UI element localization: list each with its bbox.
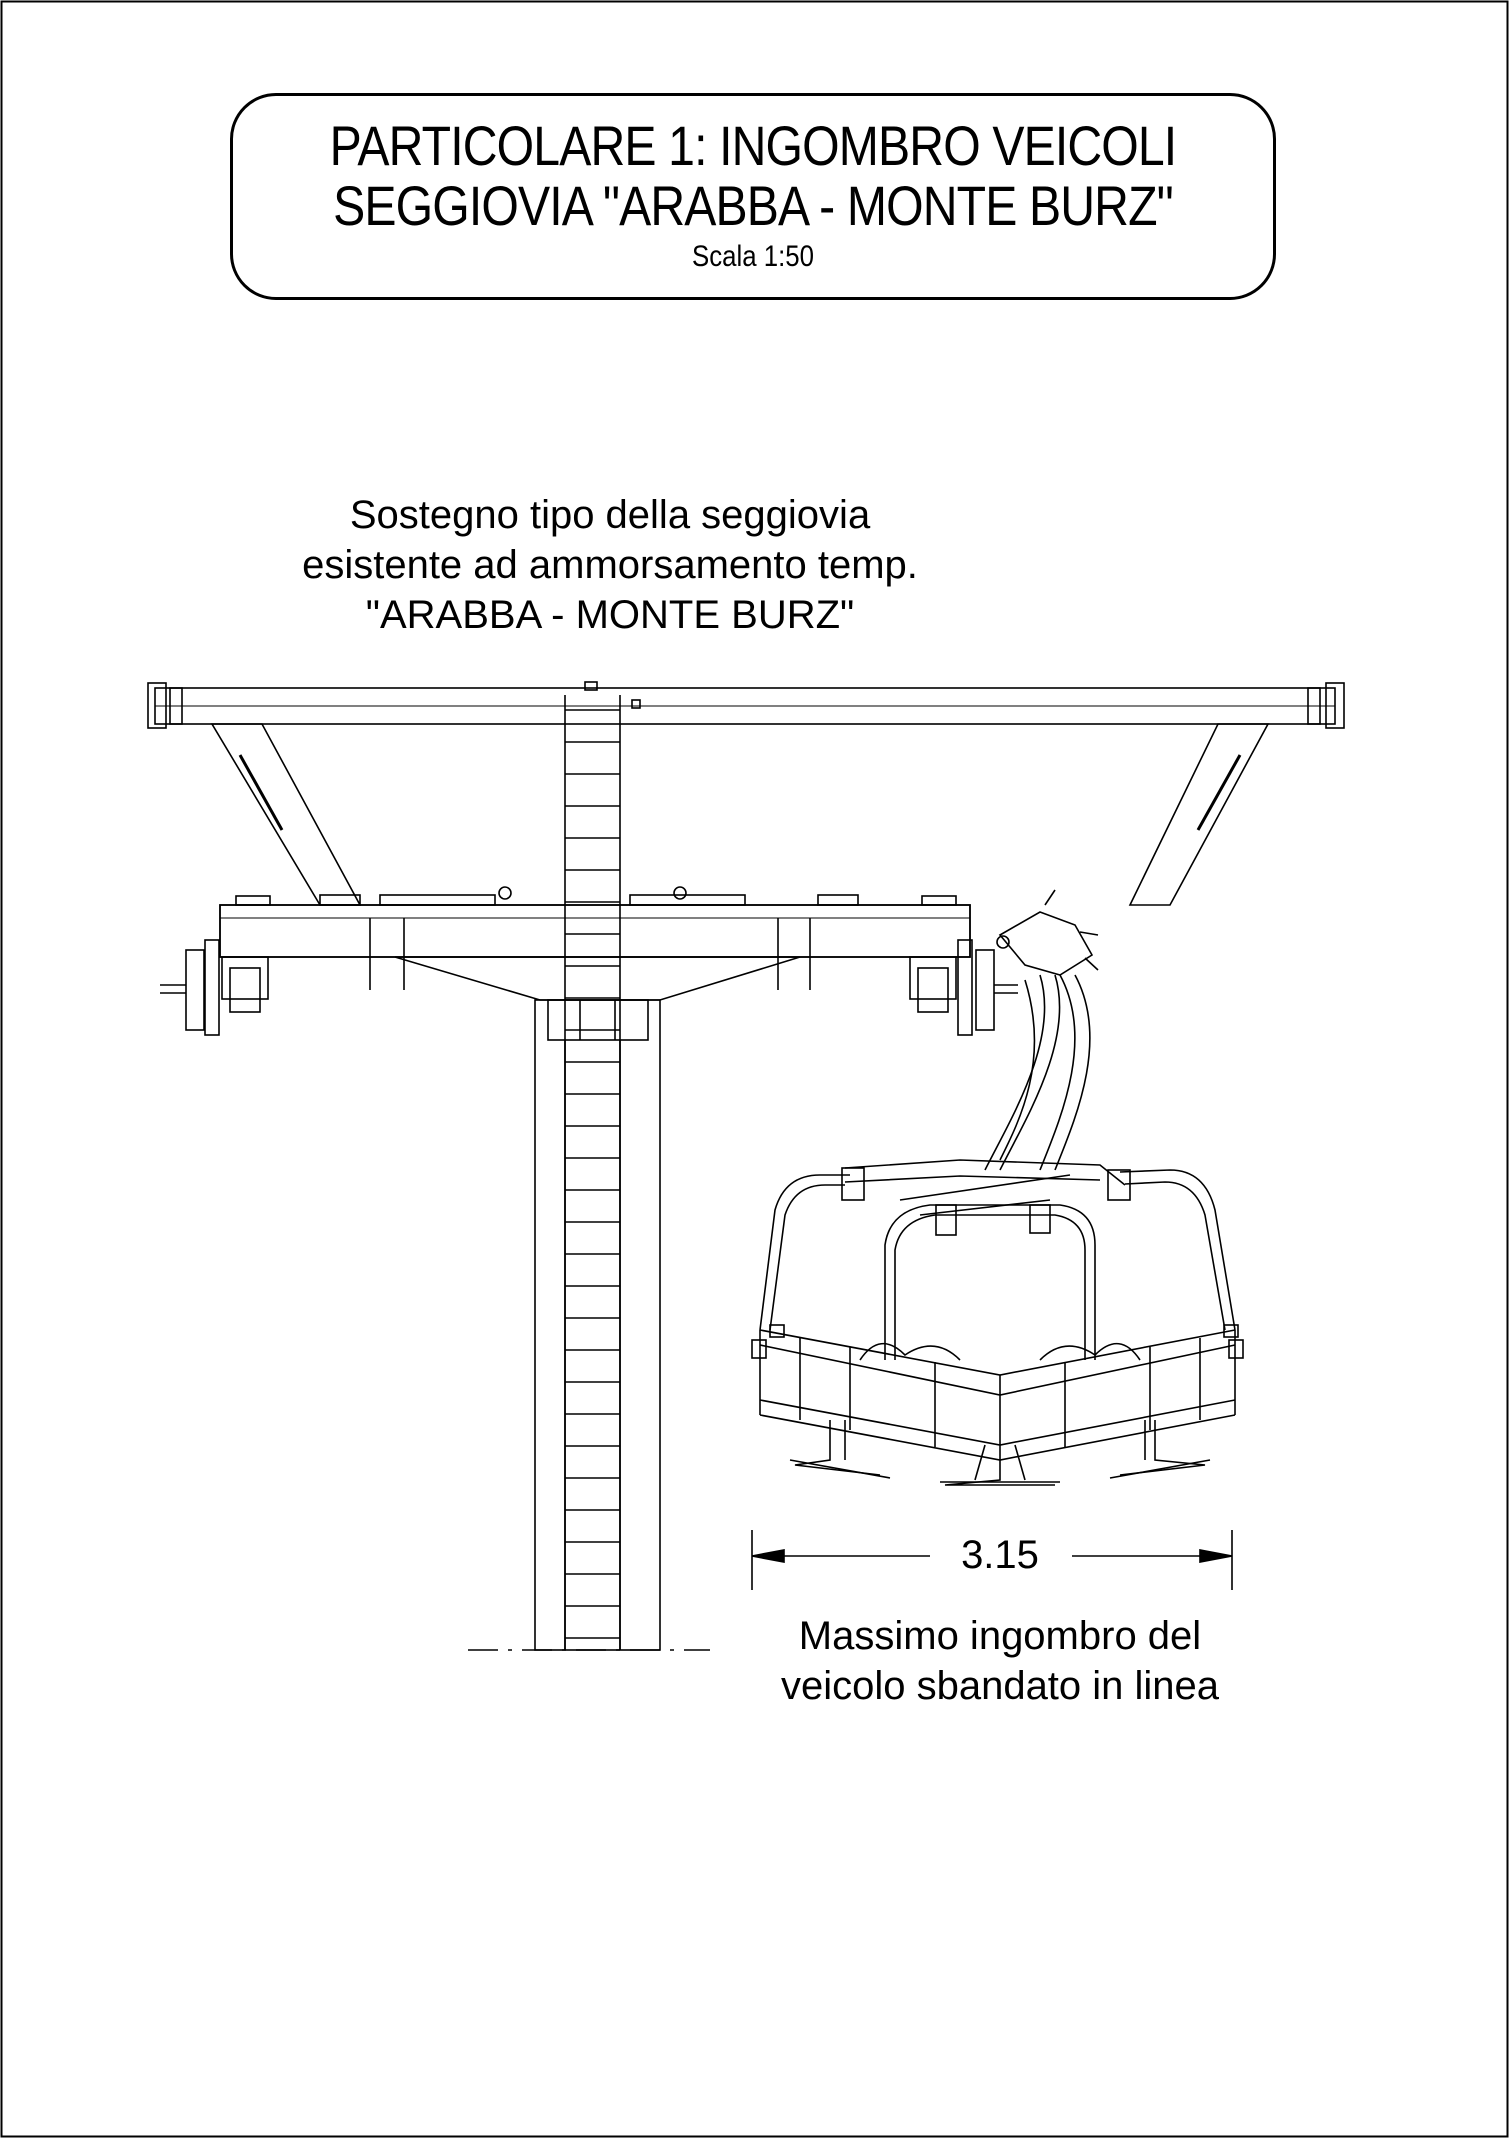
- hanger-arm-2: [1039, 974, 1076, 1171]
- dimension-arrow-right: [1199, 1549, 1233, 1563]
- chair-frame-center: [884, 1204, 1096, 1360]
- dimension-value: 3.15: [940, 1530, 1060, 1580]
- support-caption-line-1: Sostegno tipo della seggiovia: [349, 493, 871, 537]
- chair-vehicle: [751, 889, 1244, 1486]
- footrest-right: [1119, 1420, 1206, 1476]
- left-sheave-assembly: [160, 939, 269, 1036]
- dimension-arrow-left: [751, 1549, 785, 1563]
- chair-seat: [759, 1329, 1236, 1376]
- pylon-structure: [147, 681, 1345, 1651]
- title-block: PARTICOLARE 1: INGOMBRO VEICOLI SEGGIOVI…: [230, 93, 1276, 300]
- pylon-column: [534, 999, 661, 1651]
- ladder-rungs: [565, 709, 620, 1639]
- chair-grip: [996, 889, 1099, 976]
- scale-label: Scala 1:50: [692, 240, 814, 273]
- clearance-note-line-1: Massimo ingombro del: [798, 1614, 1202, 1658]
- dimension-line: [751, 1530, 1233, 1590]
- left-strut: [210, 723, 362, 906]
- right-strut: [1128, 723, 1270, 906]
- support-caption-line-3: "ARABBA - MONTE BURZ": [365, 593, 855, 637]
- hanger-arm-3: [999, 979, 1036, 1161]
- clearance-note: Massimo ingombro del veicolo sbandato in…: [740, 1611, 1260, 1711]
- chair-frame-left: [759, 1174, 850, 1331]
- support-caption: Sostegno tipo della seggiovia esistente …: [230, 490, 990, 640]
- footrest-left: [794, 1420, 881, 1476]
- hanger-arm-1: [984, 974, 1046, 1171]
- support-caption-line-2: esistente ad ammorsamento temp.: [302, 543, 918, 587]
- title-line-1: PARTICOLARE 1: INGOMBRO VEICOLI: [329, 114, 1178, 177]
- clearance-note-line-2: veicolo sbandato in linea: [780, 1664, 1220, 1708]
- chair-frame-right: [1119, 1169, 1236, 1331]
- pylon-lower-beam: [219, 904, 971, 958]
- title-line-2: SEGGIOVIA "ARABBA - MONTE BURZ": [333, 174, 1174, 237]
- right-sheave-assembly: [909, 939, 1018, 1036]
